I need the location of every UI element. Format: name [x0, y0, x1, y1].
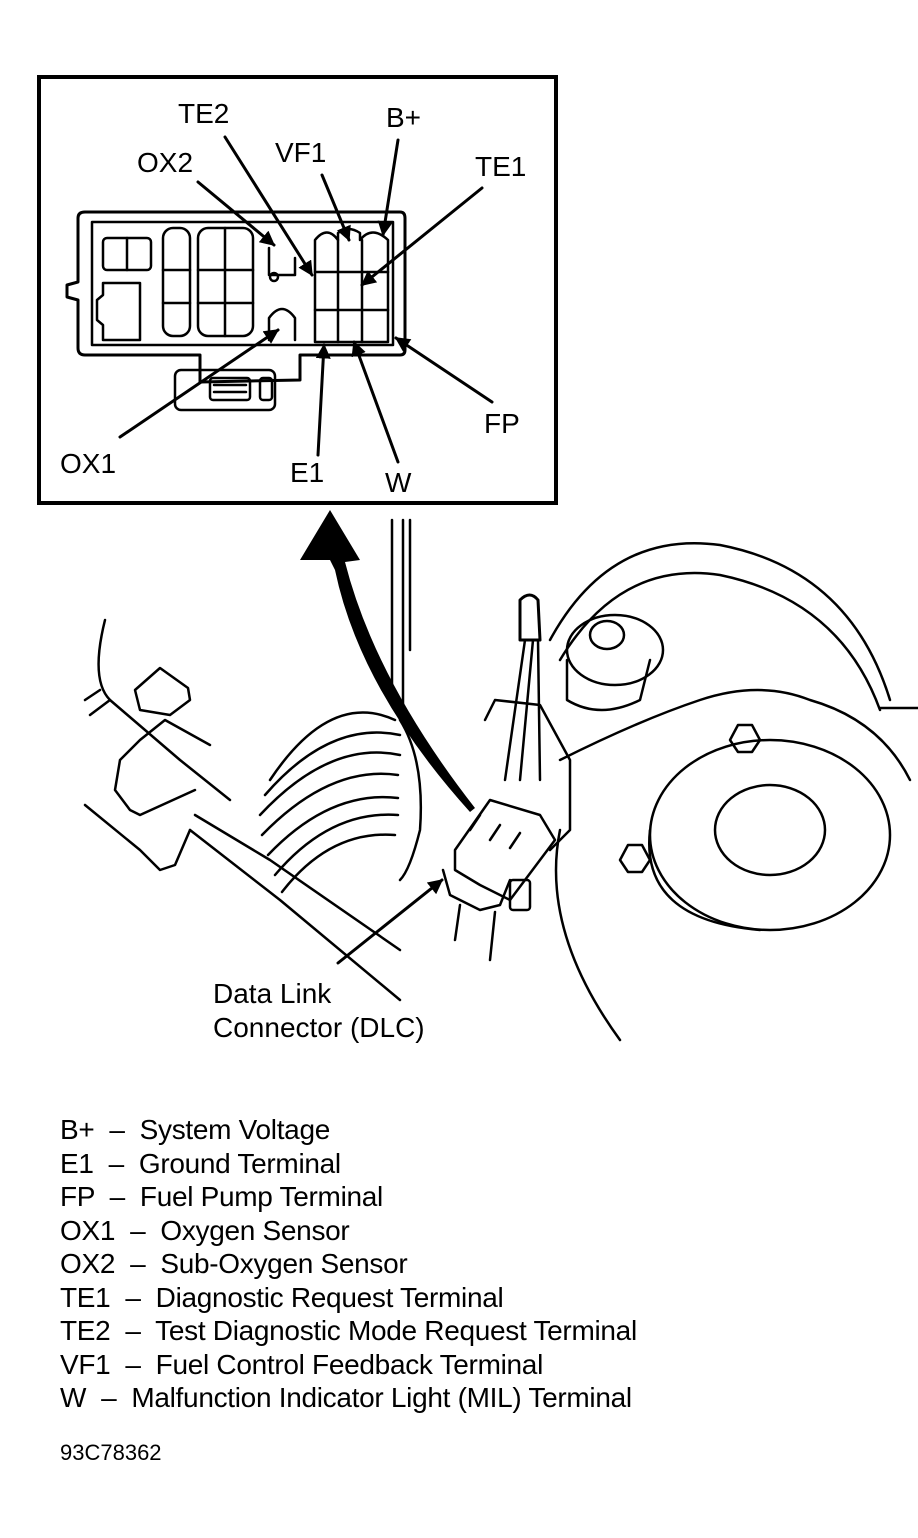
callout-w: W	[385, 467, 412, 498]
legend-item: E1 – Ground Terminal	[60, 1147, 341, 1179]
legend-item: OX2 – Sub-Oxygen Sensor	[60, 1248, 408, 1279]
callout-arrows	[118, 135, 494, 464]
dlc-connector	[441, 593, 572, 962]
legend-desc: Diagnostic Request Terminal	[155, 1281, 504, 1313]
ox2-arrow	[196, 180, 276, 247]
legend-desc: Fuel Control Feedback Terminal	[155, 1348, 544, 1380]
bolt-icon	[728, 723, 762, 754]
legend-code: B+	[60, 1114, 95, 1145]
grommet	[133, 666, 192, 717]
legend-desc: Oxygen Sensor	[160, 1214, 350, 1246]
figure-id: 93C78362	[60, 1440, 162, 1465]
legend-desc: System Voltage	[139, 1114, 331, 1145]
callout-fp: FP	[484, 408, 520, 439]
legend-item: W – Malfunction Indicator Light (MIL) Te…	[60, 1382, 632, 1413]
bplus-arrow	[377, 138, 400, 237]
legend-code: OX1	[60, 1214, 116, 1246]
callout-ox2: OX2	[137, 147, 193, 178]
legend-item: VF1 – Fuel Control Feedback Terminal	[60, 1348, 544, 1380]
callout-te1: TE1	[475, 151, 526, 182]
bolt-icon	[618, 843, 652, 874]
dlc-diagram: TE2 OX2 VF1 B+ TE1 OX1 E1 W FP	[37, 75, 918, 1043]
legend-code: TE1	[60, 1281, 111, 1313]
legend-item: TE2 – Test Diagnostic Mode Request Termi…	[60, 1315, 637, 1346]
w-arrow	[351, 340, 400, 464]
legend-item: FP – Fuel Pump Terminal	[60, 1181, 383, 1212]
legend-code: TE2	[60, 1315, 111, 1346]
vf1-arrow	[320, 173, 351, 242]
legend-code: OX2	[60, 1248, 116, 1279]
callout-bplus: B+	[386, 102, 421, 133]
legend-desc: Ground Terminal	[138, 1147, 341, 1179]
engine-bay-illustration: Data Link Connector (DLC)	[83, 510, 918, 1043]
dlc-label-line2: Connector (DLC)	[213, 1012, 425, 1043]
callout-vf1: VF1	[275, 137, 326, 168]
legend-code: FP	[60, 1181, 95, 1212]
connector-inset: TE2 OX2 VF1 B+ TE1 OX1 E1 W FP	[37, 75, 558, 505]
master-cylinder	[558, 613, 912, 782]
callout-te2: TE2	[178, 98, 229, 129]
legend-item: B+ – System Voltage	[60, 1114, 331, 1145]
legend-desc: Malfunction Indicator Light (MIL) Termin…	[131, 1382, 632, 1413]
te1-arrow	[360, 186, 484, 287]
dlc-label-line1: Data Link	[213, 978, 332, 1009]
pointer-arrow	[300, 510, 475, 812]
legend-code: VF1	[60, 1348, 111, 1380]
legend-desc: Sub-Oxygen Sensor	[160, 1248, 408, 1279]
legend-item: TE1 – Diagnostic Request Terminal	[60, 1281, 504, 1313]
strut-tower	[554, 723, 892, 1042]
callout-ox1: OX1	[60, 448, 116, 479]
terminal-legend: B+ – System Voltage E1 – Ground Terminal…	[60, 1113, 637, 1415]
legend-item: OX1 – Oxygen Sensor	[60, 1214, 350, 1246]
legend-code: W	[60, 1382, 87, 1413]
ox1-arrow	[118, 328, 280, 439]
legend-desc: Test Diagnostic Mode Request Terminal	[155, 1315, 637, 1346]
connector-face	[65, 210, 407, 412]
dlc-arrow	[336, 878, 444, 965]
fp-arrow	[394, 336, 494, 404]
legend-code: E1	[60, 1147, 94, 1179]
callout-e1: E1	[290, 457, 324, 488]
te2-arrow	[223, 135, 314, 277]
corrugated-hose	[258, 711, 423, 894]
legend-desc: Fuel Pump Terminal	[139, 1181, 383, 1212]
e1-arrow	[315, 343, 331, 457]
